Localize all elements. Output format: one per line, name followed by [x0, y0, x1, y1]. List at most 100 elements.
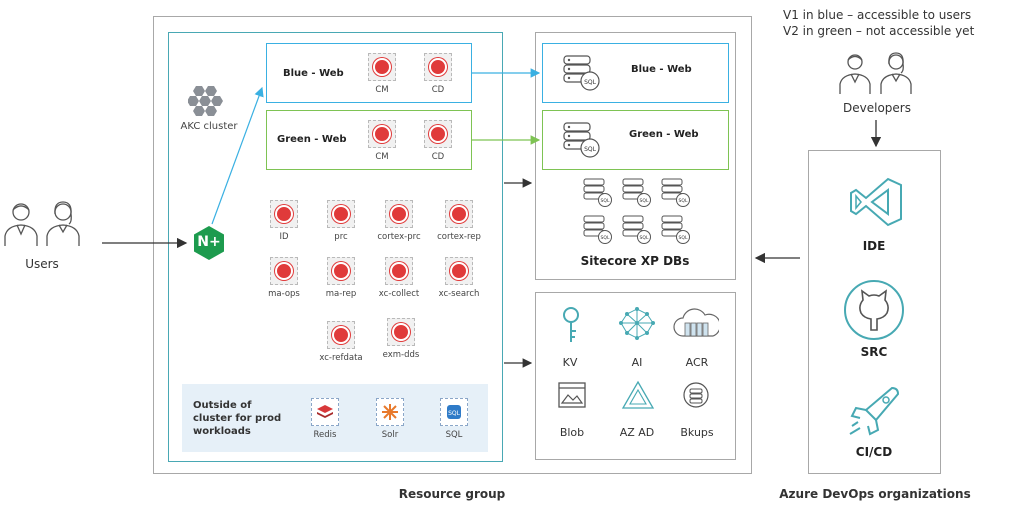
blue-web-title: Blue - Web [283, 68, 344, 79]
blue-cm-icon [368, 53, 396, 81]
kv-label: KV [562, 356, 578, 369]
blue-cd-service: CD [398, 53, 478, 95]
service-cortex-prc-label: cortex-prc [377, 232, 421, 242]
green-db-title: Green - Web [629, 129, 699, 140]
service-ma-ops: ma-ops [244, 257, 324, 299]
github-octocat-icon [844, 280, 904, 340]
solr-label: Solr [381, 430, 399, 440]
resource-group-label: Resource group [398, 487, 506, 501]
service-exm-dds-label: exm-dds [382, 350, 420, 360]
acr-label: ACR [685, 356, 709, 369]
service-xc-search-label: xc-search [438, 289, 480, 299]
azad-label: AZ AD [619, 426, 655, 439]
service-xc-refdata-icon [327, 321, 355, 349]
ai-label: AI [631, 356, 643, 369]
legend-blue: V1 in blue – accessible to users [783, 8, 972, 22]
service-id-label: ID [279, 232, 289, 242]
service-ma-rep-label: ma-rep [325, 289, 357, 299]
service-cortex-rep: cortex-rep [419, 200, 499, 242]
svg-text:SQL: SQL [584, 79, 597, 86]
cicd-rocket-icon [849, 386, 900, 436]
blue-cd-label: CD [431, 85, 445, 95]
service-cortex-rep-label: cortex-rep [437, 232, 481, 242]
aks-cluster-frame [168, 32, 503, 462]
outside-redis: Redis [285, 398, 365, 440]
service-prc-label: prc [334, 232, 348, 242]
blob-storage-icon [558, 382, 586, 408]
outside-text-1: Outside of [193, 400, 252, 411]
green-db-box [542, 110, 729, 170]
service-xc-collect: xc-collect [359, 257, 439, 299]
green-cd-service: CD [398, 120, 478, 162]
svg-text:SQL: SQL [448, 410, 461, 417]
service-cortex-rep-icon [445, 200, 473, 228]
devops-frame [808, 150, 941, 474]
service-ma-rep: ma-rep [301, 257, 381, 299]
blue-cm-service: CM [342, 53, 422, 95]
blue-web-box [266, 43, 472, 103]
blue-db-title: Blue - Web [631, 64, 692, 75]
service-xc-search-icon [445, 257, 473, 285]
green-cm-label: CM [375, 152, 389, 162]
cicd-label: CI/CD [855, 445, 893, 459]
developers-label: Developers [843, 101, 911, 115]
service-exm-dds-icon [387, 318, 415, 346]
aks-label: AKC cluster [180, 121, 238, 132]
sql-db-icon: SQL [440, 398, 468, 426]
green-web-title: Green - Web [277, 134, 347, 145]
service-ma-ops-icon [270, 257, 298, 285]
green-cm-icon [368, 120, 396, 148]
blue-db-box [542, 43, 729, 103]
service-xc-search: xc-search [419, 257, 499, 299]
nginx-ingress-icon: N+ [191, 225, 227, 261]
blue-db-icon: SQL [563, 55, 600, 91]
service-xc-refdata: xc-refdata [301, 321, 381, 363]
devops-label: Azure DevOps organizations [779, 487, 971, 501]
ai-brain-icon [619, 307, 655, 340]
users-label: Users [25, 257, 59, 271]
service-id: ID [244, 200, 324, 242]
resource-group-frame [153, 16, 752, 474]
outside-text-3: workloads [193, 426, 251, 437]
outside-solr: Solr [350, 398, 430, 440]
green-cd-icon [424, 120, 452, 148]
blue-cm-label: CM [375, 85, 389, 95]
acr-icon [673, 308, 719, 337]
sql-label: SQL [445, 430, 463, 440]
service-exm-dds: exm-dds [361, 318, 441, 360]
blob-label: Blob [559, 426, 585, 439]
green-cd-label: CD [431, 152, 445, 162]
nginx-label: N+ [197, 234, 221, 250]
backup-icon [683, 382, 709, 408]
users-icon [4, 201, 80, 246]
outside-text-2: cluster for prod [193, 413, 282, 424]
azure-services-frame [535, 292, 736, 460]
developers-icon [839, 52, 912, 94]
service-xc-refdata-label: xc-refdata [319, 353, 363, 363]
service-prc-icon [327, 200, 355, 228]
green-web-box [266, 110, 472, 170]
sitecore-dbs-title: Sitecore XP DBs [580, 254, 690, 268]
redis-icon [311, 398, 339, 426]
outside-sql: SQL SQL [414, 398, 494, 440]
ide-label: IDE [862, 239, 886, 253]
ide-icon [850, 177, 902, 227]
ingress-to-blue-arrow [211, 86, 264, 225]
svg-text:SQL: SQL [584, 146, 597, 153]
service-cortex-prc-icon [385, 200, 413, 228]
service-ma-rep-icon [327, 257, 355, 285]
service-xc-collect-label: xc-collect [378, 289, 420, 299]
azure-ad-icon [621, 380, 655, 409]
blue-cd-icon [424, 53, 452, 81]
sitecore-dbs-frame [535, 32, 736, 280]
green-cm-service: CM [342, 120, 422, 162]
redis-label: Redis [313, 430, 337, 440]
legend-green: V2 in green – not accessible yet [783, 24, 975, 38]
service-xc-collect-icon [385, 257, 413, 285]
green-db-icon: SQL [563, 122, 600, 158]
solr-icon [376, 398, 404, 426]
bkups-label: Bkups [680, 426, 714, 439]
service-cortex-prc: cortex-prc [359, 200, 439, 242]
src-label: SRC [860, 345, 888, 359]
